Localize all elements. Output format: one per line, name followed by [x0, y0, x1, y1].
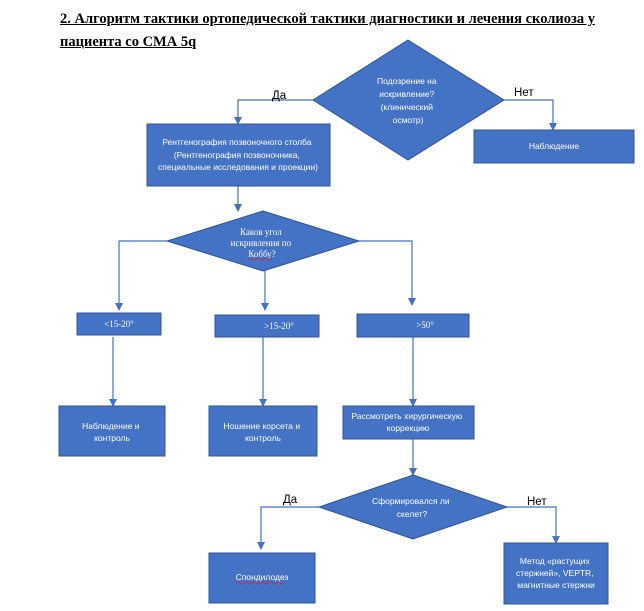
corset-line-1: Ношение корсета и — [224, 421, 301, 431]
suspicion-line-3: (клинический — [381, 102, 434, 112]
suspicion-line-2: искривление? — [379, 89, 434, 99]
connector-cobb-to-low — [115, 240, 167, 311]
connector-suspicion-to-xray — [234, 99, 313, 125]
range-mid-label: >15-20° — [264, 321, 294, 331]
spellcheck-underline-icon-2 — [235, 581, 285, 585]
box-corset: Ношение корсета и контроль — [208, 405, 318, 457]
growing-rods-line-1: Метод «растущих — [520, 556, 591, 566]
connector-skeleton-to-spondylodesis — [257, 506, 319, 550]
cobb-line-3: Коббу? — [248, 249, 275, 259]
decision-suspicion: Подозрение на искривление? (клинический … — [312, 39, 505, 161]
spondylodesis-label: Спондилодез — [236, 572, 289, 582]
edge-label-yes-bottom: Да — [283, 494, 298, 506]
edge-label-no-top: Нет — [514, 87, 534, 99]
spellcheck-underline-icon — [247, 257, 273, 261]
connector-suspicion-to-observation — [504, 99, 557, 131]
box-growing-rods: Метод «растущих стержней», VEPTR, магнит… — [503, 542, 609, 605]
observation-top-label: Наблюдение — [529, 141, 580, 151]
box-observe-control: Наблюдение и контроль — [58, 405, 166, 457]
box-spondylodesis: Спондилодез — [208, 552, 316, 604]
skeleton-line-1: Сформировался ли — [372, 496, 450, 506]
svg-text:Ношение корсета и контро: Ношение корсета и контроль — [224, 421, 303, 443]
box-range-low: <15-20° — [76, 312, 162, 336]
edge-label-yes-top: Да — [272, 90, 287, 102]
box-xray: Рентгенография позвоночного столба (Рент… — [146, 123, 331, 187]
svg-text:Сформировался ли скелет?: Сформировался ли скелет? — [372, 496, 452, 519]
range-high-label: >50° — [416, 320, 434, 330]
heading-line-1: 2. Алгоритм тактики ортопедической такти… — [60, 11, 595, 27]
heading-line-2: пациента со СМА 5q — [60, 34, 197, 50]
suspicion-line-1: Подозрение на — [377, 76, 437, 86]
svg-text:Рассмотреть хирургическую: Рассмотреть хирургическую коррекцию — [351, 411, 464, 433]
svg-text:Рентгенография позвоночного ст: Рентгенография позвоночного столба (Рент… — [158, 137, 318, 172]
connector-cobb-to-high — [359, 240, 416, 306]
decision-skeleton: Сформировался ли скелет? — [317, 474, 509, 540]
xray-line-2: (Рентгенография позвоночника, — [174, 150, 300, 160]
xray-line-1: Рентгенография позвоночного столба — [162, 137, 312, 147]
suspicion-line-4: осмотр) — [393, 115, 424, 125]
surgery-line-1: Рассмотреть хирургическую — [351, 411, 463, 421]
connectors — [109, 99, 560, 550]
corset-line-2: контроль — [245, 433, 281, 443]
page-heading: 2. Алгоритм тактики ортопедической такти… — [60, 8, 620, 54]
box-observation-top: Наблюдение — [473, 129, 635, 164]
connector-skeleton-to-growing-rods — [507, 506, 560, 544]
skeleton-line-2: скелет? — [397, 509, 428, 519]
surgery-line-2: коррекцию — [387, 423, 430, 433]
svg-text:Метод «растущих стержней: Метод «растущих стержней», VEPTR, магнит… — [516, 556, 596, 590]
svg-text:Каков угол искривления п: Каков угол искривления по Коббу? — [231, 227, 294, 259]
growing-rods-line-2: стержней», VEPTR, — [516, 568, 594, 578]
cobb-line-2: искривления по — [231, 238, 292, 248]
observe-control-line-2: контроль — [94, 433, 130, 443]
svg-text:Подозрение на искривлени: Подозрение на искривление? (клинический … — [377, 76, 439, 125]
growing-rods-line-3: магнитные стержни — [517, 580, 595, 590]
box-range-high: >50° — [356, 313, 470, 338]
edge-label-no-bottom: Нет — [527, 496, 547, 508]
decision-cobb: Каков угол искривления по Коббу? — [165, 210, 361, 272]
observe-control-line-1: Наблюдение и — [82, 421, 140, 431]
xray-line-3: специальные исследования и проекции) — [158, 162, 318, 172]
svg-text:Наблюдение и контроль: Наблюдение и контроль — [82, 421, 142, 443]
range-low-label: <15-20° — [104, 319, 134, 329]
cobb-line-1: Каков угол — [240, 227, 282, 237]
box-range-mid: >15-20° — [214, 314, 320, 338]
box-surgery: Рассмотреть хирургическую коррекцию — [342, 405, 475, 440]
